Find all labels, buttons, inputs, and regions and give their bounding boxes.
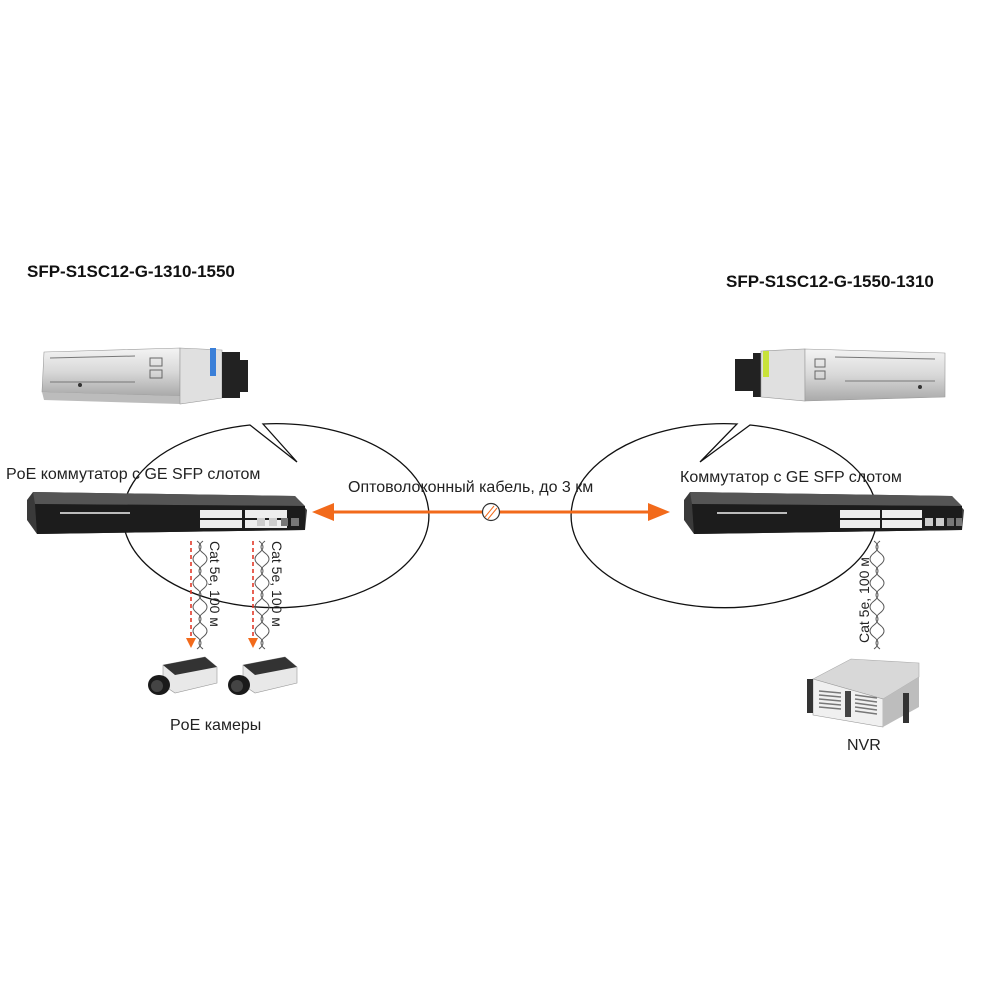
- right-switch-label: Коммутатор с GE SFP слотом: [680, 469, 902, 486]
- poe-camera-icon-1: [148, 656, 218, 695]
- right-sfp-module-icon: [735, 348, 946, 402]
- fiber-link-label: Оптоволоконный кабель, до 3 км: [348, 479, 594, 496]
- left-switch-label: PoE коммутатор с GE SFP слотом: [6, 466, 261, 483]
- nvr-server-icon: [807, 658, 920, 728]
- poe-cable-1: [186, 540, 208, 650]
- poe-camera-icon-2: [228, 656, 298, 695]
- right-sfp-latch: [763, 351, 769, 377]
- right-switch-icon: [684, 492, 964, 534]
- poe-cameras-label: PoE камеры: [170, 717, 262, 734]
- right-sfp-model-title: SFP-S1SC12-G-1550-1310: [726, 272, 934, 291]
- arrowhead-left-icon: [312, 503, 334, 521]
- poe-cable-2: [248, 540, 270, 650]
- left-poe-switch-icon: [27, 492, 307, 534]
- left-sfp-latch: [210, 348, 216, 376]
- left-sfp-module-icon: [41, 347, 248, 405]
- nvr-label: NVR: [847, 737, 881, 754]
- fiber-splice-icon: [481, 502, 501, 522]
- arrowhead-right-icon: [648, 503, 670, 521]
- left-sfp-model-title: SFP-S1SC12-G-1310-1550: [27, 262, 235, 281]
- nvr-cable-label: Cat 5e, 100 м: [856, 557, 872, 643]
